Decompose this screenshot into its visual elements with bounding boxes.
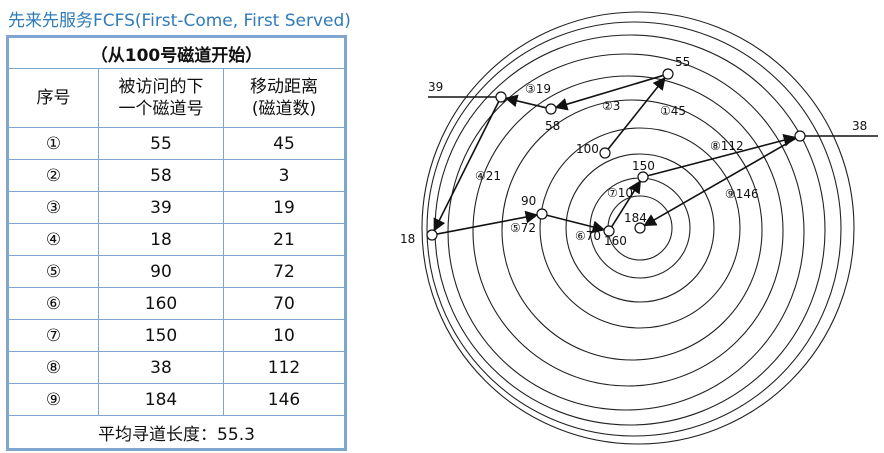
track-label-90: 90: [521, 194, 536, 208]
cell-track: 90: [98, 255, 224, 288]
track-point-38: [794, 130, 806, 142]
header-move-distance: 移动距离 (磁道数): [223, 68, 345, 128]
seek-move-label-7: ⑦10: [607, 186, 633, 200]
seek-move-label-2: ②3: [602, 99, 620, 113]
track-label-55: 55: [675, 55, 690, 69]
track-ring: [472, 75, 784, 387]
track-ring: [434, 34, 826, 426]
cell-distance: 70: [223, 287, 345, 320]
cell-track: 18: [98, 223, 224, 256]
track-label-18: 18: [400, 232, 415, 246]
track-point-160: [603, 225, 615, 237]
header-seq-label: 序号: [36, 88, 71, 108]
seek-move-label-9: ⑨146: [725, 187, 759, 201]
seek-move-label-4: ④21: [475, 169, 501, 183]
track-ring: [565, 153, 715, 303]
cell-seq: ⑤: [8, 255, 99, 288]
cell-track: 150: [98, 319, 224, 352]
diagram-labels: ①45 ②3 ③19 ④21 ⑤72 ⑥70 ⑦10 ⑧112 ⑨146 100 55 58 39 18 9…: [400, 55, 867, 248]
seek-move-label-1: ①45: [660, 104, 686, 118]
cell-track: 58: [98, 159, 224, 192]
cell-track: 55: [98, 127, 224, 160]
track-label-160: 160: [604, 234, 627, 248]
track-point-184: [634, 222, 646, 234]
table-header-row: 序号 被访问的下 一个磁道号 移动距离 (磁道数): [8, 68, 345, 128]
cell-seq: ②: [8, 159, 99, 192]
seek-arrow-2: [554, 74, 664, 111]
seek-arrows: [433, 74, 797, 235]
seek-arrow-6: [546, 214, 606, 234]
seek-move-label-6: ⑥70: [575, 229, 601, 243]
cell-seq: ①: [8, 127, 99, 160]
cell-distance: 19: [223, 191, 345, 224]
track-label-38: 38: [852, 119, 867, 133]
table-footer-row: 平均寻道长度：55.3: [8, 415, 345, 449]
disk-seek-diagram: ①45 ②3 ③19 ④21 ⑤72 ⑥70 ⑦10 ⑧112 ⑨146 100 55 58 39 18 9…: [400, 11, 878, 445]
track-label-58: 58: [545, 119, 560, 133]
header-next-track: 被访问的下 一个磁道号: [98, 68, 224, 128]
track-label-150: 150: [632, 159, 655, 173]
track-label-184: 184: [624, 211, 647, 225]
track-leader-lines: [428, 96, 878, 137]
seek-arrow-5: [436, 210, 539, 235]
track-ring: [447, 53, 805, 411]
table-caption: （从100号磁道开始）: [8, 37, 345, 69]
seek-arrow-9: [643, 137, 797, 227]
cell-track: 184: [98, 383, 224, 416]
seek-arrow-7: [610, 180, 642, 228]
seek-move-label-3: ③19: [525, 82, 551, 96]
seek-arrow-8: [647, 133, 797, 177]
cell-distance: 112: [223, 351, 345, 384]
track-point-18: [426, 229, 438, 241]
table-caption-row: （从100号磁道开始）: [8, 37, 345, 69]
cell-track: 39: [98, 191, 224, 224]
cell-seq: ⑥: [8, 287, 99, 320]
track-point-39: [495, 91, 507, 103]
average-seek-length: 平均寻道长度：55.3: [8, 415, 345, 449]
seek-arrow-1: [607, 76, 666, 150]
track-ring: [421, 11, 855, 445]
track-point-90: [536, 208, 548, 220]
seek-arrow-3: [504, 94, 547, 109]
cell-seq: ③: [8, 191, 99, 224]
track-points: [426, 68, 806, 241]
cell-distance: 3: [223, 159, 345, 192]
cell-track: 38: [98, 351, 224, 384]
seek-move-label-8: ⑧112: [710, 139, 744, 153]
seek-move-label-5: ⑤72: [510, 221, 536, 235]
track-label-100: 100: [576, 142, 599, 156]
cell-seq: ⑧: [8, 351, 99, 384]
track-point-100: [599, 147, 611, 159]
cell-track: 160: [98, 287, 224, 320]
track-label-39: 39: [428, 80, 443, 94]
track-ring: [501, 99, 763, 361]
cell-distance: 10: [223, 319, 345, 352]
cell-seq: ⑨: [8, 383, 99, 416]
track-ring: [426, 21, 842, 437]
track-point-150: [637, 171, 649, 183]
track-point-55: [662, 68, 674, 80]
track-circles: [421, 11, 855, 445]
cell-seq: ⑦: [8, 319, 99, 352]
cell-distance: 45: [223, 127, 345, 160]
track-point-58: [545, 103, 557, 115]
cell-seq: ④: [8, 223, 99, 256]
cell-distance: 146: [223, 383, 345, 416]
header-seq: 序号: [8, 68, 99, 128]
cell-distance: 72: [223, 255, 345, 288]
cell-distance: 21: [223, 223, 345, 256]
seek-arrow-4: [433, 101, 500, 232]
track-ring: [539, 127, 741, 329]
page-title: 先来先服务FCFS(First-Come, First Served): [8, 11, 351, 31]
